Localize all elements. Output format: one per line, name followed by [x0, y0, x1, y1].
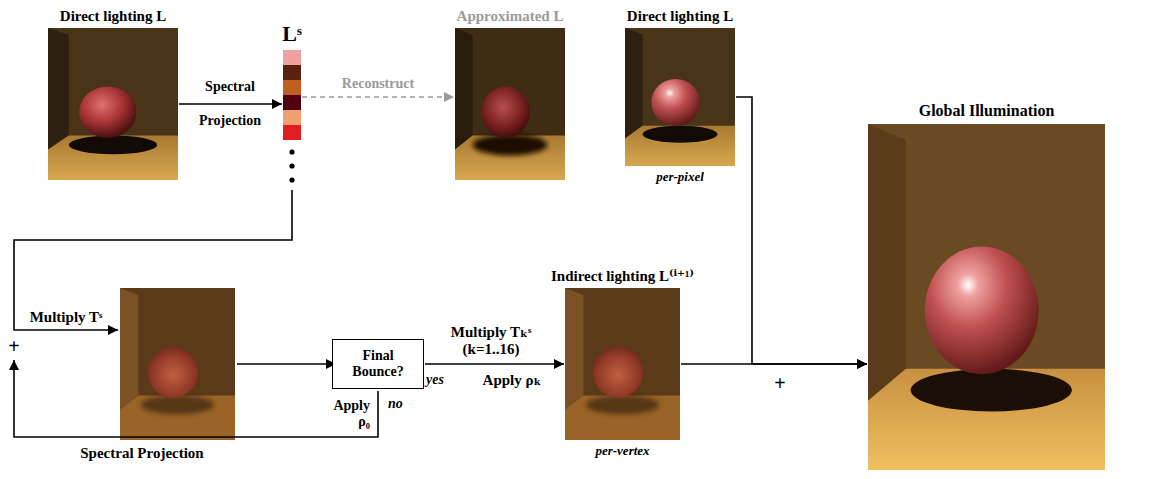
annotation: no	[388, 396, 403, 412]
annotation: Apply ρ₀	[324, 398, 370, 430]
edge-label: Spectral Projection	[189, 70, 271, 138]
render-panel: Lˢ	[283, 50, 301, 188]
flow-line	[237, 363, 336, 365]
render-panel: Indirect lighting L⁽ⁱ⁺¹⁾per-vertex	[565, 288, 680, 440]
panel-title: Indirect lighting L⁽ⁱ⁺¹⁾	[551, 268, 694, 285]
panel-title: Approximated L	[457, 8, 564, 25]
coefficient-swatch	[283, 80, 301, 95]
ellipsis-dot	[289, 149, 294, 154]
panel-title: Lˢ	[282, 22, 301, 46]
annotation: Multiply Tˢ	[30, 309, 103, 326]
flow-arrow	[302, 96, 454, 98]
render-panel: Direct lighting Lper-pixel	[625, 28, 735, 166]
coefficient-swatch	[283, 65, 301, 80]
panel-note: per-pixel	[656, 170, 704, 184]
ellipsis-dot	[289, 177, 294, 182]
panel-note: per-vertex	[595, 444, 649, 458]
flow-arrow	[736, 97, 867, 364]
annotation: yes	[426, 372, 444, 388]
annotation: +	[8, 335, 19, 358]
render-panel: Global Illumination	[868, 124, 1105, 470]
annotation: Apply ρₖ	[483, 372, 542, 389]
render-image	[48, 28, 178, 180]
flow-arrow	[681, 363, 867, 365]
render-image	[565, 288, 680, 440]
edge-label: Multiply Tₖˢ (k=1..16)	[435, 324, 547, 359]
coefficient-swatch	[283, 50, 301, 65]
render-image	[625, 28, 735, 166]
flow-line	[14, 190, 292, 330]
coefficient-swatch	[283, 125, 301, 140]
panel-title: Direct lighting L	[60, 8, 166, 25]
render-image	[868, 124, 1105, 470]
loop-line	[14, 360, 378, 437]
annotation: Spectral Projection	[80, 445, 203, 462]
panel-title: Direct lighting L	[627, 8, 733, 25]
coefficient-swatch	[283, 110, 301, 125]
flow-arrow	[179, 103, 282, 105]
coefficient-vector	[283, 50, 301, 183]
decision-box: Final Bounce?	[332, 339, 424, 389]
render-image	[120, 288, 235, 440]
panel-title: Global Illumination	[919, 102, 1055, 120]
render-panel: Approximated L	[455, 28, 565, 180]
ellipsis-dot	[289, 163, 294, 168]
annotation: +	[774, 372, 785, 395]
decision-text: Final Bounce?	[333, 348, 423, 380]
edge-label: Reconstruct	[342, 76, 414, 92]
render-panel: Direct lighting L	[48, 28, 178, 180]
coefficient-swatch	[283, 95, 301, 110]
render-image	[455, 28, 565, 180]
flow-arrow	[425, 363, 564, 365]
